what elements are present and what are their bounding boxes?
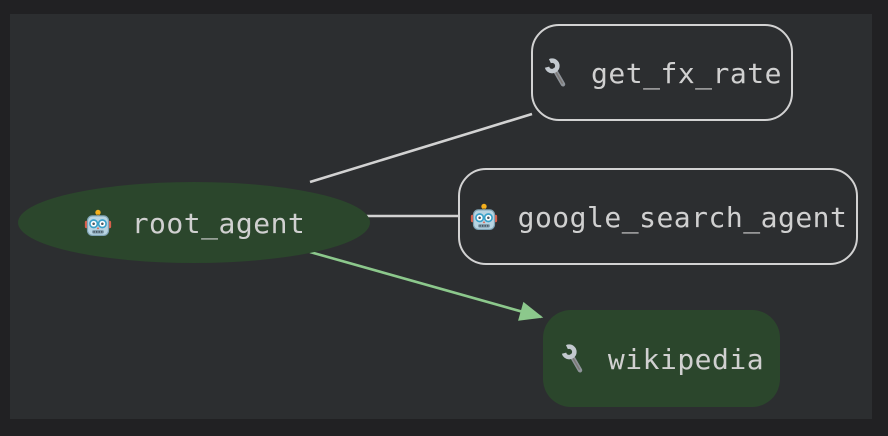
node-get-fx-rate[interactable]: get_fx_rate [531, 24, 793, 121]
wrench-icon [559, 343, 589, 374]
robot-icon [469, 202, 499, 232]
node-label: wikipedia [607, 342, 765, 376]
edge-root-to-wikipedia [309, 250, 544, 321]
edge-root-to-get-fx-rate [309, 112, 533, 184]
node-label: get_fx_rate [591, 56, 782, 90]
edges-layer [309, 112, 544, 321]
robot-icon [83, 208, 113, 238]
node-root-agent[interactable]: root_agent [18, 182, 370, 263]
node-wikipedia[interactable]: wikipedia [543, 310, 780, 407]
graph-canvas[interactable]: root_agent get_fx_rate [10, 14, 872, 419]
node-label: root_agent [131, 206, 306, 240]
node-google-search-agent[interactable]: google_search_agent [458, 168, 858, 265]
wrench-icon [542, 57, 572, 88]
node-label: google_search_agent [517, 200, 848, 234]
